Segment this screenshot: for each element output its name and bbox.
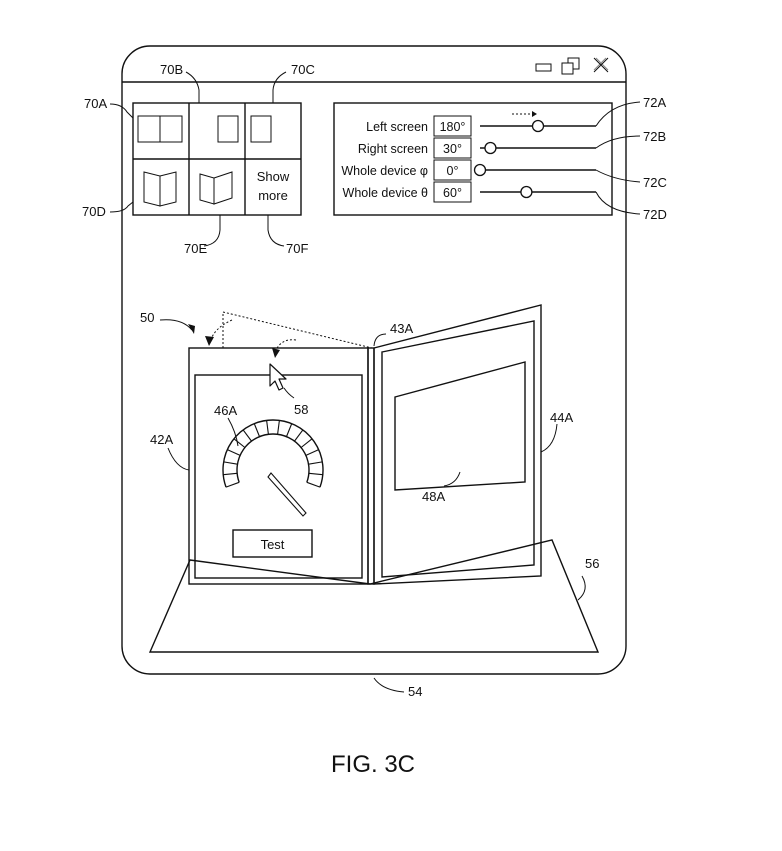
slider-label-left-screen: Left screen [366, 120, 428, 134]
drag-arrow-icon [512, 111, 537, 117]
ref-43A: 43A [390, 321, 413, 336]
gauge-tick [225, 481, 240, 488]
gauge-tick [306, 481, 321, 488]
ref-70B: 70B [160, 62, 183, 77]
slider-value-right-screen: 30° [443, 142, 462, 156]
gauge-tick [308, 461, 323, 465]
show-more-line2: more [258, 188, 288, 203]
gauge-tick [305, 449, 319, 456]
gauge-tick [223, 461, 238, 465]
ref-44A: 44A [550, 410, 573, 425]
gauge-tick [233, 438, 246, 448]
close-icon[interactable] [593, 57, 609, 73]
preset-single-screen-icon[interactable] [217, 115, 239, 143]
ref-48A: 48A [422, 489, 445, 504]
ref-72D: 72D [643, 207, 667, 222]
slider-label-whole-device-phi: Whole device φ [341, 164, 428, 178]
ref-42A: 42A [150, 432, 173, 447]
gauge-tick [227, 449, 241, 456]
preset-book-open-icon[interactable] [143, 171, 177, 207]
gauge-tick [300, 438, 313, 448]
window-frame [121, 45, 627, 675]
ref-70C: 70C [291, 62, 315, 77]
preset-small-screen-icon[interactable] [250, 115, 272, 143]
ref-70E: 70E [184, 241, 207, 256]
gauge-inner-arc [236, 433, 310, 483]
gauge-needle [267, 472, 307, 517]
gauge-tick [266, 420, 269, 435]
slider-value-box[interactable]: 60° [433, 181, 472, 203]
slider-value-whole-device-phi: 0° [447, 164, 459, 178]
slider-value-box[interactable]: 0° [433, 159, 472, 181]
test-button[interactable]: Test [232, 529, 313, 558]
gauge-tick [253, 423, 261, 437]
ref-70F: 70F [286, 241, 308, 256]
show-more-line1: Show [257, 169, 290, 184]
gauge-tick [277, 420, 280, 435]
slider-knob[interactable] [484, 141, 497, 155]
test-button-label: Test [261, 537, 285, 552]
right-display [373, 304, 542, 585]
support-surface [148, 539, 600, 653]
ref-56: 56 [585, 556, 599, 571]
ref-72C: 72C [643, 175, 667, 190]
slider-label-right-screen: Right screen [358, 142, 428, 156]
slider-panel [333, 102, 613, 216]
gauge-tick [308, 472, 323, 476]
gauge-widget[interactable] [222, 419, 324, 517]
preset-dual-open-icon[interactable] [137, 115, 183, 143]
ref-58: 58 [294, 402, 308, 417]
ref-70A: 70A [84, 96, 107, 111]
ref-54: 54 [408, 684, 422, 699]
ref-46A: 46A [214, 403, 237, 418]
gauge-outer-arc [222, 419, 324, 488]
slider-knob[interactable] [520, 185, 533, 199]
ref-72B: 72B [643, 129, 666, 144]
gauge-tick [294, 429, 304, 442]
gauge-tick [285, 423, 293, 437]
rotation-path-indicator [205, 311, 373, 349]
slider-knob[interactable] [531, 119, 545, 133]
cursor-icon [269, 363, 287, 391]
minimize-icon[interactable] [535, 63, 552, 72]
ref-50: 50 [140, 310, 154, 325]
show-more-button[interactable]: Show more [257, 169, 290, 203]
slider-value-left-screen: 180° [440, 120, 466, 134]
cursor-drag-arrow-icon [272, 339, 297, 358]
restore-icon[interactable] [561, 57, 580, 75]
gauge-tick [242, 429, 252, 442]
figure-caption: FIG. 3C [331, 751, 415, 778]
gauge-tick [223, 472, 238, 476]
slider-label-whole-device-theta: Whole device θ [343, 186, 429, 200]
ref-72A: 72A [643, 95, 666, 110]
hinge [367, 347, 375, 585]
slider-knob[interactable] [473, 163, 487, 177]
slider-value-box[interactable]: 30° [433, 137, 472, 159]
ref-70D: 70D [82, 204, 106, 219]
preset-grid [132, 102, 302, 216]
slider-value-box[interactable]: 180° [433, 115, 472, 137]
slider-value-whole-device-theta: 60° [443, 186, 462, 200]
preset-book-angle-icon[interactable] [199, 171, 233, 205]
